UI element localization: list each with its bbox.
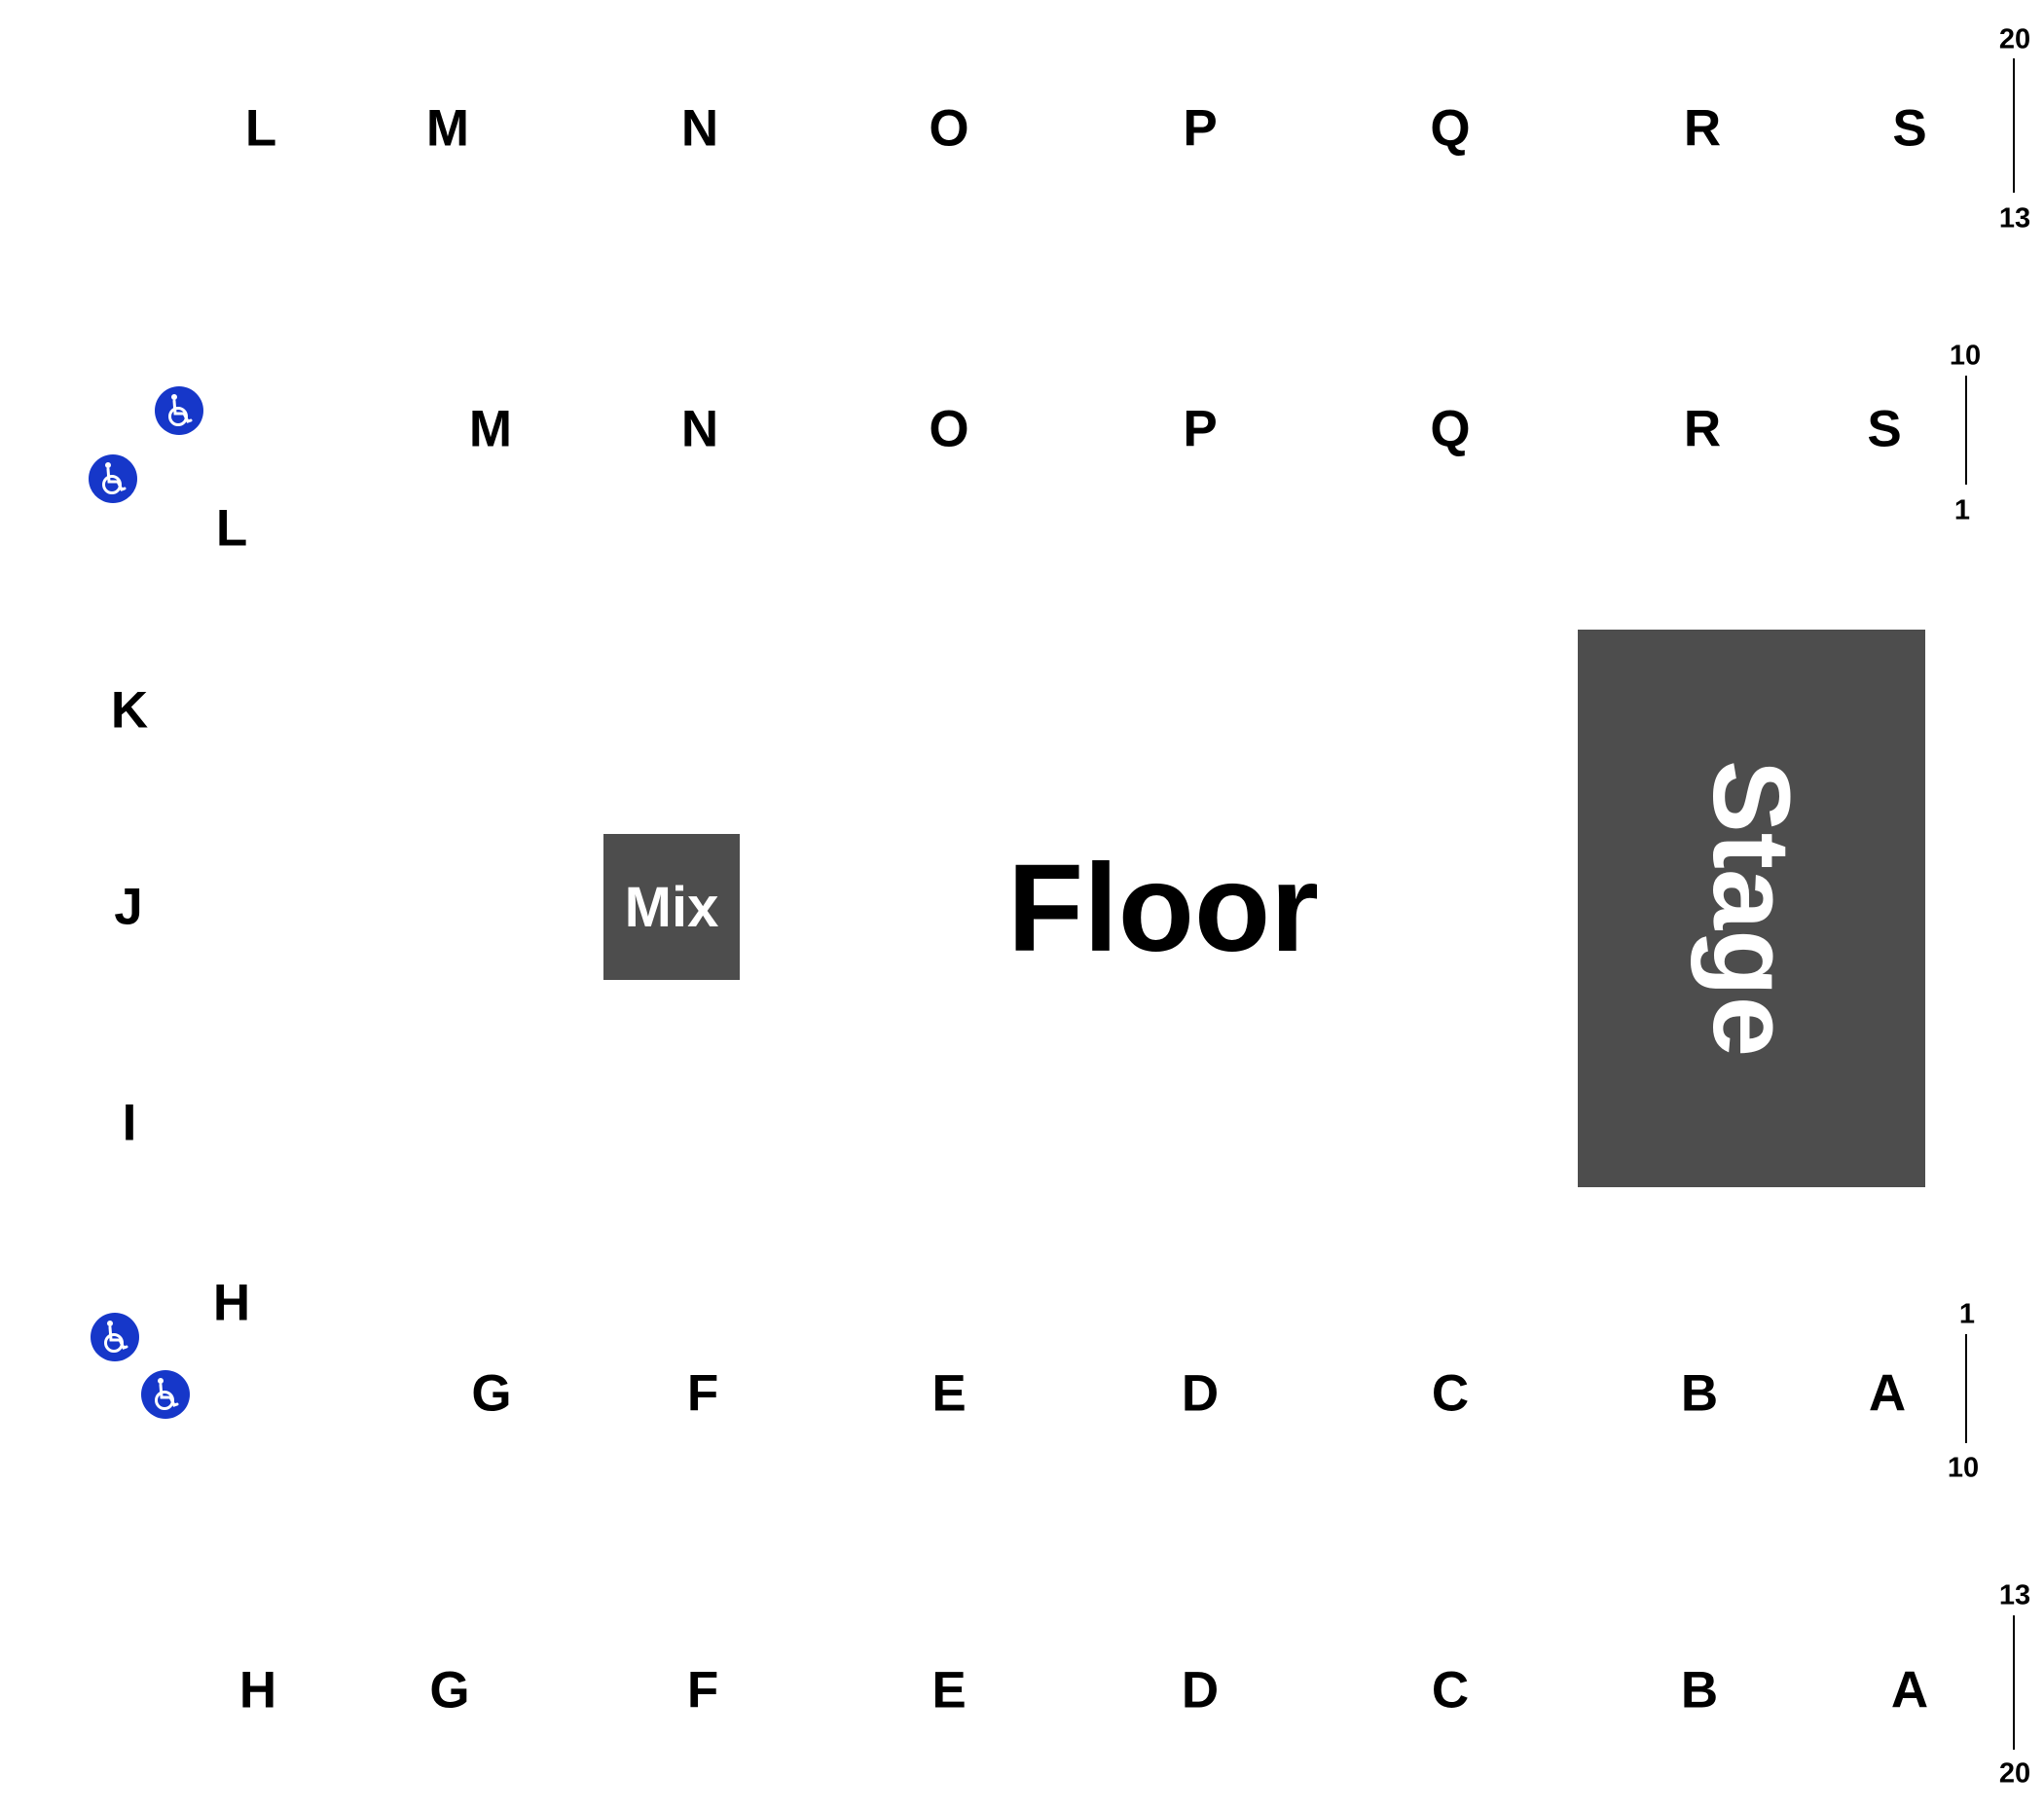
- row-label-top-outer: M: [425, 99, 470, 158]
- row-label-top-inner: M: [468, 400, 513, 458]
- row-label-top-outer: O: [929, 99, 969, 158]
- mix-position[interactable]: Mix: [603, 834, 740, 980]
- row-label-bottom-outer: H: [238, 1661, 277, 1720]
- seat-range-start: 13: [1998, 1579, 2031, 1611]
- wheelchair-icon[interactable]: [91, 1313, 139, 1361]
- row-label-bottom-inner: E: [931, 1364, 967, 1423]
- wheelchair-icon[interactable]: [141, 1370, 190, 1419]
- row-label-bottom-inner: C: [1431, 1364, 1470, 1423]
- floor-label: Floor: [1007, 839, 1319, 978]
- row-label-top-outer: L: [244, 99, 277, 158]
- seat-range-end: 10: [1947, 1452, 1980, 1484]
- wheelchair-icon[interactable]: [89, 454, 137, 503]
- row-label-bottom-inner: B: [1680, 1364, 1719, 1423]
- row-label-bottom-outer: D: [1181, 1661, 1220, 1720]
- seat-range-line: [2013, 58, 2015, 193]
- mix-label: Mix: [624, 875, 719, 939]
- stage-label: Stage: [1691, 760, 1812, 1057]
- row-label-top-outer: P: [1183, 99, 1218, 158]
- row-label-top-outer: N: [680, 99, 719, 158]
- row-label-bottom-outer: G: [429, 1661, 470, 1720]
- row-label-top-outer: R: [1683, 99, 1722, 158]
- row-label-top-inner: R: [1683, 400, 1722, 458]
- wheelchair-icon[interactable]: [155, 386, 203, 435]
- seat-range-start: 1: [1958, 1298, 1976, 1330]
- row-label-top-inner-corner: L: [215, 499, 248, 558]
- seat-range-start: 20: [1998, 23, 2031, 55]
- seat-range-line: [1965, 1334, 1967, 1443]
- row-label-top-inner: O: [929, 400, 969, 458]
- seat-range-line: [2013, 1615, 2015, 1750]
- row-label-top-outer: Q: [1430, 99, 1471, 158]
- row-label-left: I: [122, 1094, 137, 1152]
- row-label-left: K: [110, 681, 149, 740]
- seat-range-line: [1965, 376, 1967, 485]
- row-label-bottom-inner: G: [471, 1364, 512, 1423]
- stage-area[interactable]: Stage: [1578, 630, 1925, 1187]
- row-label-top-outer: S: [1892, 99, 1927, 158]
- row-label-top-inner: S: [1867, 400, 1902, 458]
- seat-range-end: 13: [1998, 202, 2031, 235]
- row-label-bottom-inner: D: [1181, 1364, 1220, 1423]
- seat-range-end: 20: [1998, 1757, 2031, 1790]
- row-label-left: J: [114, 878, 143, 936]
- row-label-bottom-outer: B: [1680, 1661, 1719, 1720]
- row-label-top-inner: P: [1183, 400, 1218, 458]
- seat-range-start: 10: [1949, 340, 1982, 372]
- row-label-bottom-outer: E: [931, 1661, 967, 1720]
- row-label-bottom-outer: F: [686, 1661, 719, 1720]
- seat-range-end: 1: [1953, 494, 1971, 526]
- row-label-bottom-outer: C: [1431, 1661, 1470, 1720]
- row-label-top-inner: Q: [1430, 400, 1471, 458]
- row-label-bottom-outer: A: [1890, 1661, 1929, 1720]
- row-label-bottom-inner-corner: H: [212, 1274, 251, 1332]
- row-label-bottom-inner: A: [1868, 1364, 1907, 1423]
- row-label-top-inner: N: [680, 400, 719, 458]
- row-label-bottom-inner: F: [686, 1364, 719, 1423]
